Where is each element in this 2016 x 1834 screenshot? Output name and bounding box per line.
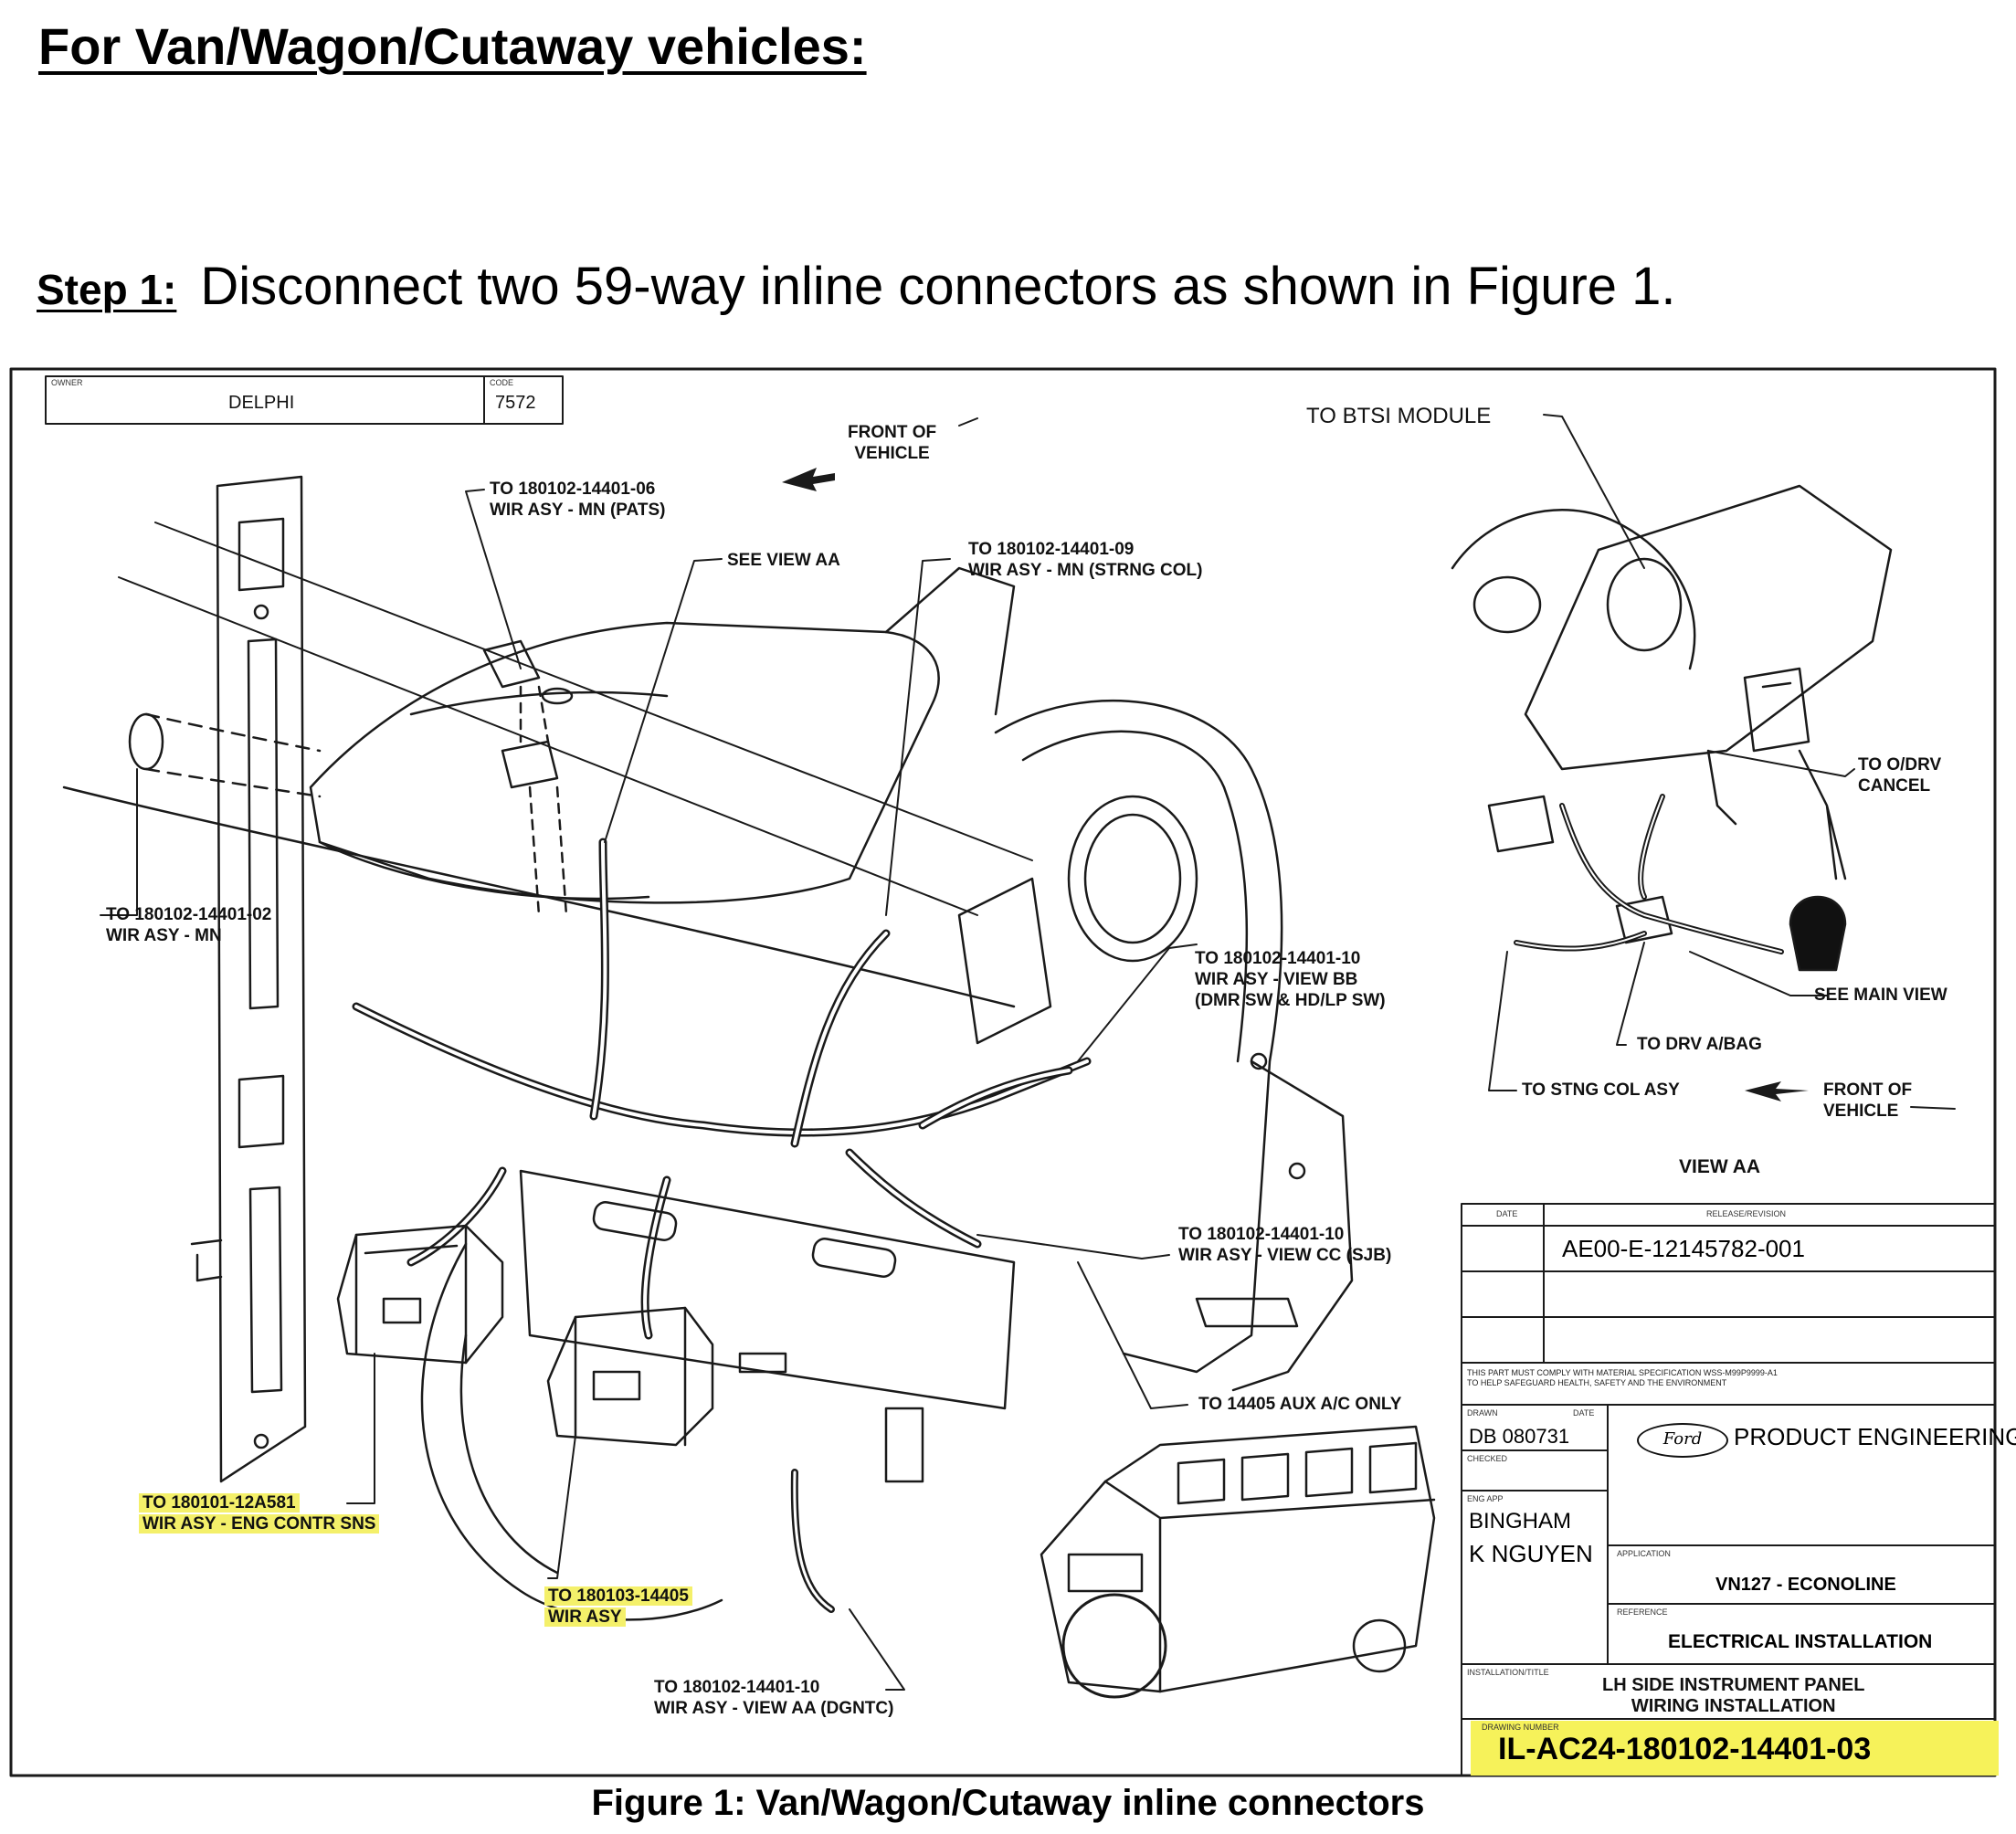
callout-eng-contr-sns: TO 180101-12A581 WIR ASY - ENG CONTR SNS xyxy=(139,1492,380,1534)
tb-application-label: APPLICATION xyxy=(1617,1549,1671,1558)
code-label: CODE xyxy=(490,378,514,387)
ford-logo: Ford xyxy=(1637,1423,1728,1458)
tb-eng-app-label: ENG APP xyxy=(1467,1494,1504,1503)
callout-view-bb: TO 180102-14401-10 WIR ASY - VIEW BB (DM… xyxy=(1195,949,1386,1010)
front-of-vehicle-label: FRONT OF VEHICLE xyxy=(848,423,937,463)
tb-checked-label: CHECKED xyxy=(1467,1454,1508,1463)
tb-installation-label: INSTALLATION/TITLE xyxy=(1467,1668,1549,1677)
view-aa-stng-col-asy: TO STNG COL ASY xyxy=(1522,1080,1680,1100)
tb-release-label: RELEASE/REVISION xyxy=(1706,1209,1787,1218)
step-instruction: Step 1: Disconnect two 59-way inline conn… xyxy=(37,256,1676,317)
callout-strng-col: TO 180102-14401-09 WIR ASY - MN (STRNG C… xyxy=(968,540,1203,580)
code-value: 7572 xyxy=(495,393,536,413)
tb-application-value: VN127 - ECONOLINE xyxy=(1715,1575,1896,1595)
tb-drawn-value: DB 080731 xyxy=(1469,1425,1570,1448)
tb-date-label: DATE xyxy=(1496,1209,1518,1218)
step-label: Step 1: xyxy=(37,266,177,313)
callout-wir-asy-mn: TO 180102-14401-02 WIR ASY - MN xyxy=(106,905,272,945)
tb-installation-value: LH SIDE INSTRUMENT PANEL WIRING INSTALLA… xyxy=(1602,1675,1865,1716)
tb-department: PRODUCT ENGINEERING xyxy=(1734,1423,2016,1450)
tb-reference-value: ELECTRICAL INSTALLATION xyxy=(1668,1631,1933,1652)
wiring-drawing xyxy=(9,367,1997,1777)
drawing-number-highlight: IL-AC24-180102-14401-03 xyxy=(1471,1721,1999,1776)
callout-see-view-aa: SEE VIEW AA xyxy=(727,551,840,570)
drawing-number: IL-AC24-180102-14401-03 xyxy=(1498,1732,1872,1766)
tb-engineer: K NGUYEN xyxy=(1469,1540,1593,1567)
tb-eng-app-value: BINGHAM xyxy=(1469,1509,1572,1534)
tb-release-value: AE00-E-12145782-001 xyxy=(1562,1235,1805,1262)
view-aa-odrv-cancel: TO O/DRV CANCEL xyxy=(1858,755,1942,796)
tb-compliance-note: THIS PART MUST COMPLY WITH MATERIAL SPEC… xyxy=(1467,1368,1778,1387)
wiring-figure: OWNER DELPHI CODE 7572 FRONT OF VEHICLE … xyxy=(9,367,2016,1779)
view-aa-see-main-view: SEE MAIN VIEW xyxy=(1814,986,1947,1005)
tb-reference-label: REFERENCE xyxy=(1617,1607,1668,1617)
owner-label: OWNER xyxy=(51,378,83,387)
callout-dgntc: TO 180102-14401-10 WIR ASY - VIEW AA (DG… xyxy=(654,1678,894,1718)
view-aa-front-of-vehicle: FRONT OF VEHICLE xyxy=(1823,1080,1913,1121)
tb-drawn-label: DRAWN xyxy=(1467,1408,1498,1418)
tb-drawing-number-label: DRAWING NUMBER xyxy=(1482,1723,1559,1732)
callout-aux-ac: TO 14405 AUX A/C ONLY xyxy=(1198,1395,1402,1414)
callout-wir-asy-14405: TO 180103-14405 WIR ASY xyxy=(544,1586,692,1628)
step-text: Disconnect two 59-way inline connectors … xyxy=(200,257,1676,316)
view-aa-title: VIEW AA xyxy=(1679,1156,1761,1177)
callout-pats: TO 180102-14401-06 WIR ASY - MN (PATS) xyxy=(490,480,666,520)
page-heading: For Van/Wagon/Cutaway vehicles: xyxy=(38,17,867,75)
figure-caption: Figure 1: Van/Wagon/Cutaway inline conne… xyxy=(591,1783,1425,1823)
view-aa-drv-abag: TO DRV A/BAG xyxy=(1637,1035,1762,1054)
btsi-module-label: TO BTSI MODULE xyxy=(1306,404,1492,428)
tb-drawn-date-label: DATE xyxy=(1573,1408,1595,1418)
owner-value: DELPHI xyxy=(228,393,295,413)
callout-view-cc: TO 180102-14401-10 WIR ASY - VIEW CC (SJ… xyxy=(1178,1225,1392,1265)
